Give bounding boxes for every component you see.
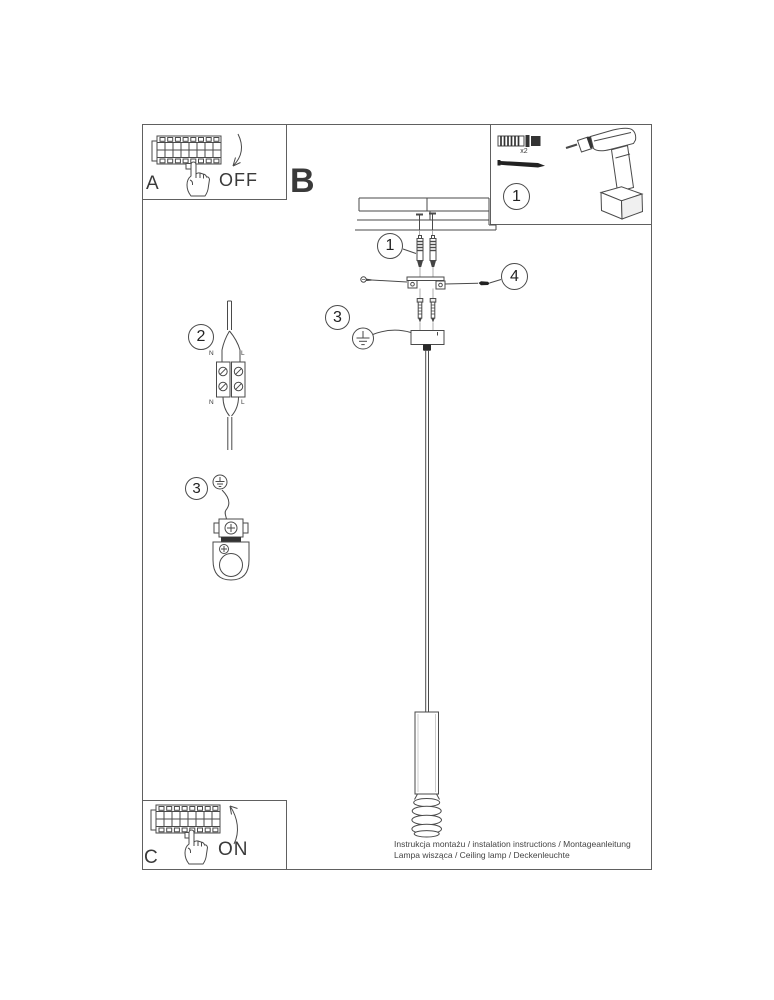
wire-label-n-top: N xyxy=(209,350,214,357)
parts-box xyxy=(490,124,652,225)
circuit-breaker-icon xyxy=(150,804,221,839)
curved-arrow-off-icon xyxy=(232,133,242,167)
ground-symbol-small-icon xyxy=(212,474,228,490)
wire-label-l-bottom: L xyxy=(241,399,245,406)
callout-step-3: 3 xyxy=(325,305,350,330)
dowel-quantity-label: x2 xyxy=(520,148,528,155)
section-b-label: B xyxy=(290,162,315,200)
ground-symbol-icon xyxy=(352,327,411,350)
pendant-cord-illustration xyxy=(425,350,429,712)
mounting-screws-illustration xyxy=(416,288,437,331)
wire-label-l-top: L xyxy=(241,350,245,357)
switch-off-label: OFF xyxy=(219,170,258,190)
footer-caption-line1: Instrukcja montażu / instalation instruc… xyxy=(394,839,631,849)
outer-frame xyxy=(142,124,652,870)
leader-line xyxy=(402,248,417,254)
mounting-bracket-illustration xyxy=(360,276,502,290)
wall-plug-icon xyxy=(497,135,541,147)
section-a-label: A xyxy=(146,173,159,194)
ground-clamp-illustration xyxy=(212,489,250,581)
ceiling-illustration xyxy=(355,197,497,236)
canopy-illustration xyxy=(410,330,445,351)
panel-c-box xyxy=(142,800,287,870)
callout-step-2: 2 xyxy=(188,324,214,350)
leader-line xyxy=(489,279,502,284)
callout-step-3b: 3 xyxy=(185,477,208,500)
curved-arrow-on-icon xyxy=(229,805,238,845)
callout-step-4: 4 xyxy=(501,263,528,290)
leader-line xyxy=(221,489,230,520)
circuit-breaker-icon xyxy=(151,135,222,170)
callout-parts-1: 1 xyxy=(503,183,530,210)
wire-label-n-bottom: N xyxy=(209,399,214,406)
callout-step-1: 1 xyxy=(377,233,403,259)
panel-a-box xyxy=(142,124,287,200)
drill-icon xyxy=(565,127,644,220)
leader-line xyxy=(371,279,408,283)
mounting-screw-icon xyxy=(497,160,545,168)
footer-caption-line2: Lampa wisząca / Ceiling lamp / Deckenleu… xyxy=(394,850,570,860)
leader-line xyxy=(372,329,411,335)
leader-line xyxy=(444,282,479,285)
anchor-dowels-illustration xyxy=(402,235,437,277)
pendant-lamp-illustration xyxy=(411,711,443,838)
section-c-label: C xyxy=(144,847,158,868)
switch-on-label: ON xyxy=(218,839,249,860)
wire-connector-illustration xyxy=(216,300,246,450)
